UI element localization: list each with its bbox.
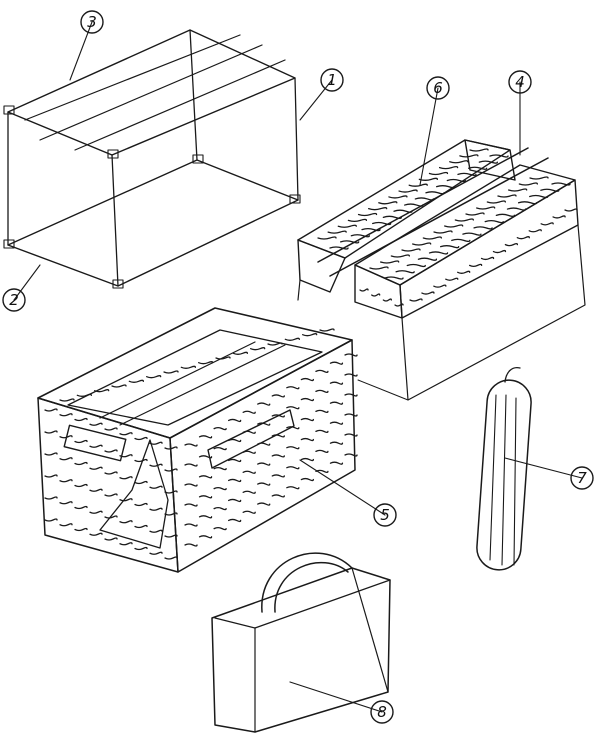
callout-6: 6: [419, 76, 450, 186]
frame-edge-front-right: [111, 154, 119, 287]
callout-number: 8: [377, 703, 387, 721]
bag-handle-outer: [261, 552, 353, 613]
callout-circle: [508, 70, 532, 94]
cover-body-edge-a: [297, 279, 301, 301]
callout-number: 6: [433, 79, 443, 97]
cover-body-edge-b: [357, 379, 409, 401]
bag-body: [211, 567, 391, 733]
frame-edge-back-left: [189, 29, 198, 161]
callout-number: 3: [87, 13, 97, 31]
top-rod-c: [74, 59, 286, 151]
mat-fold-b: [501, 394, 507, 566]
cover-rod-b: [329, 157, 549, 277]
callout-leader: [13, 264, 41, 301]
top-rod-a: [24, 34, 241, 121]
rolled-mat-body: [476, 379, 532, 571]
frame-bottom-panel: [7, 159, 299, 287]
callout-number: 5: [380, 506, 390, 524]
wire-frame: [3, 29, 301, 289]
carry-bag-group: [211, 552, 391, 733]
callout-5: 5: [299, 459, 397, 527]
box-weave-texture: [44, 328, 358, 560]
callout-number: 4: [515, 73, 525, 91]
bag-rim-front: [214, 617, 256, 629]
callout-circle: [370, 700, 394, 724]
cover-slab-left-end: [464, 139, 516, 181]
callout-leader: [299, 79, 333, 121]
callout-leader: [504, 457, 583, 479]
callout-3: 3: [69, 10, 104, 81]
mat-tie-string: [504, 366, 521, 383]
box-right-face: [169, 339, 356, 573]
bag-back-edge: [351, 567, 389, 693]
bag-rim-back: [254, 579, 391, 629]
assembled-woven-box-group: [37, 307, 358, 573]
callout-number: 2: [9, 291, 19, 309]
callout-circle: [2, 288, 26, 312]
front-handle-hole: [63, 424, 127, 462]
box-divider-a: [99, 341, 256, 419]
callout-number: 1: [327, 71, 337, 89]
callout-circle: [570, 466, 594, 490]
corner-brackets: [3, 105, 301, 289]
top-rod-b: [39, 44, 263, 141]
callout-circle: [426, 76, 450, 100]
woven-top-cover-group: [297, 139, 586, 401]
bag-handle-inner: [274, 562, 349, 613]
box-front-face: [37, 397, 179, 573]
callout-2: 2: [2, 264, 41, 312]
callout-circle: [80, 10, 104, 34]
box-divider-b: [119, 344, 286, 426]
callout-7: 7: [504, 457, 594, 490]
callout-number: 7: [577, 469, 587, 487]
callout-leader: [299, 459, 386, 516]
callout-8: 8: [289, 681, 394, 724]
callout-4: 4: [508, 70, 532, 156]
cover-rod-a: [317, 147, 529, 263]
callout-leader: [419, 87, 439, 186]
box-corner-flap: [99, 439, 169, 549]
callout-1: 1: [299, 68, 344, 121]
callout-leader: [289, 681, 383, 713]
side-handle-hole: [207, 409, 295, 469]
cover-slab-right-side: [399, 179, 579, 319]
cover-body-outline: [401, 224, 586, 401]
rolled-mat-group: [476, 366, 532, 571]
cover-weave-texture: [317, 148, 578, 307]
callout-circle: [373, 503, 397, 527]
callout-circle: [320, 68, 344, 92]
cover-slab-left-top: [297, 139, 511, 259]
mat-fold-c: [513, 397, 517, 566]
cover-slab-left-front: [297, 239, 346, 293]
mat-fold-a: [489, 394, 497, 561]
frame-edge-back-right: [294, 77, 299, 201]
part-callouts: 1 2 3 4 5 6 7 8: [2, 10, 594, 724]
